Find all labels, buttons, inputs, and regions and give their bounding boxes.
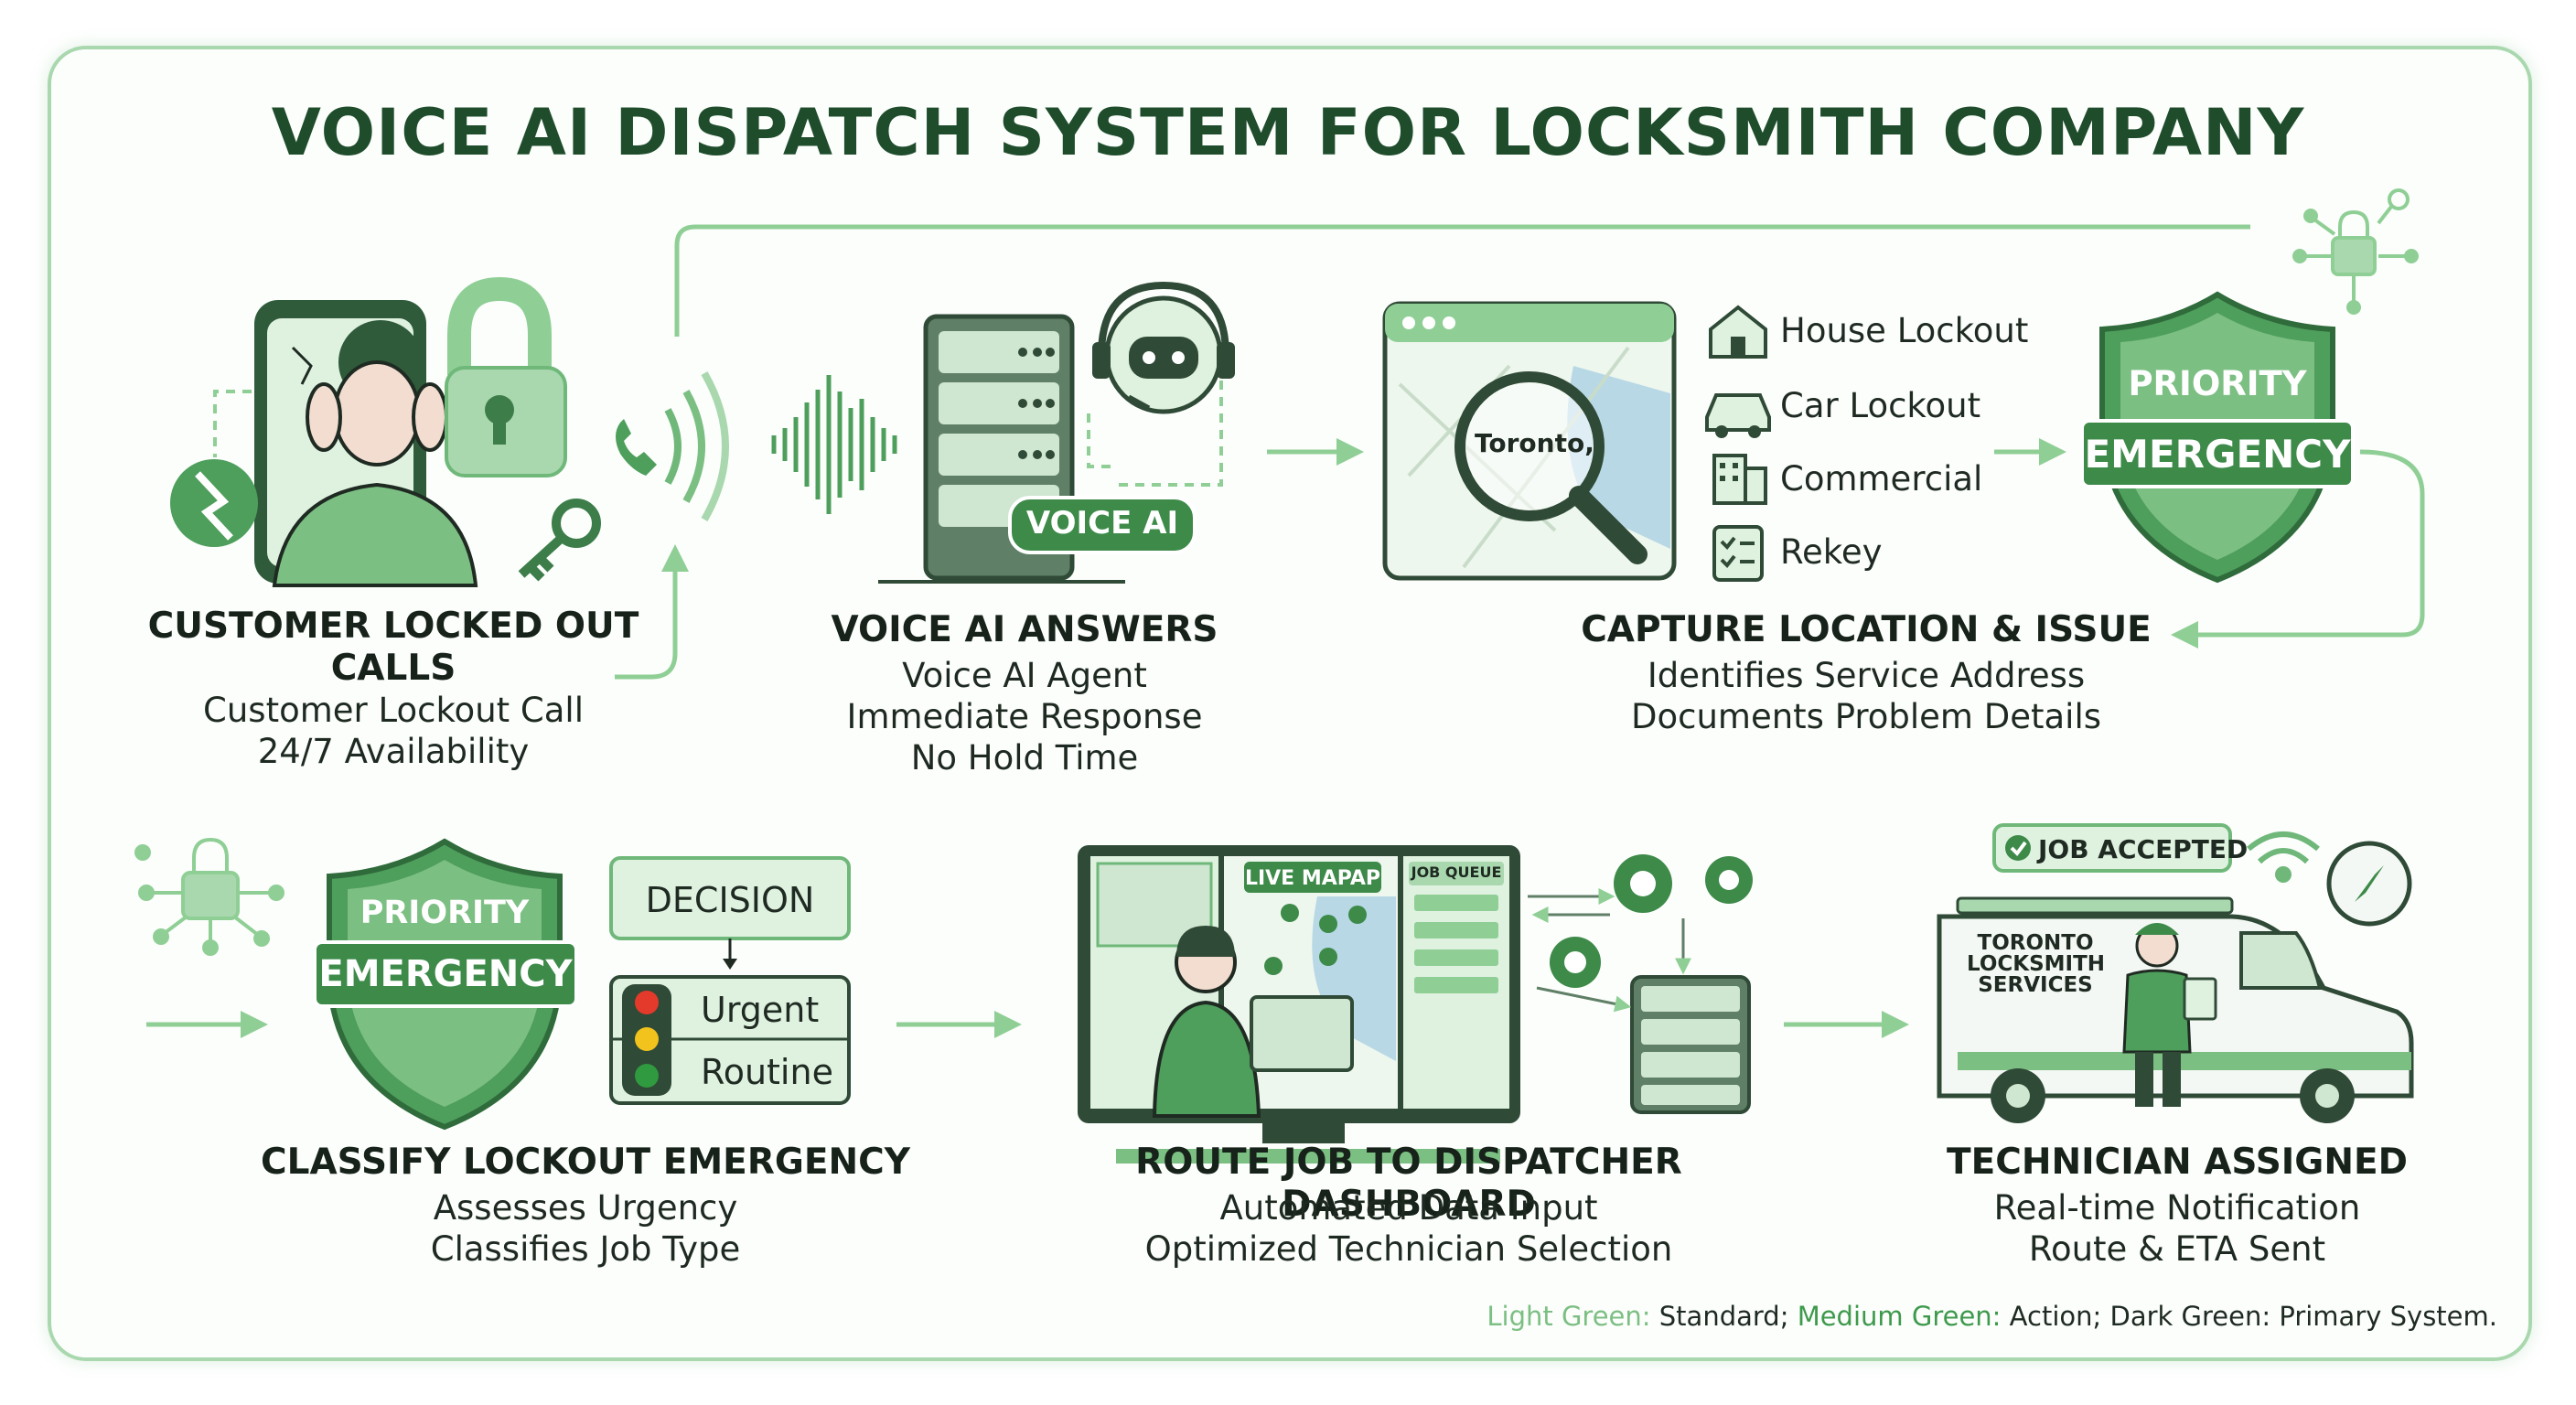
voice-ai-badge-label: VOICE AI: [1025, 505, 1179, 542]
customer-phone-icon: [254, 300, 478, 587]
shield-priority-label: PRIORITY: [2128, 364, 2307, 403]
job-accepted-label: JOB ACCEPTED: [2038, 834, 2249, 864]
dispatcher-person-icon: [1152, 926, 1354, 1118]
priority-shield-icon: [2080, 291, 2355, 584]
wifi-icon: [2247, 831, 2320, 883]
issue-type-rekey: Rekey: [1780, 532, 1883, 572]
step2-heading: VOICE AI ANSWERS: [831, 609, 1218, 650]
issue-type-house-lockout: House Lockout: [1780, 311, 2029, 350]
priority-shield-icon-2: [313, 838, 578, 1131]
robot-headset-icon: [1092, 281, 1235, 414]
lock-network-icon: [2292, 188, 2419, 315]
shield-priority-label-2: PRIORITY: [360, 895, 530, 931]
flow-connectors: [146, 224, 2425, 1038]
key-icon: [518, 499, 601, 582]
issue-type-car-lockout: Car Lockout: [1780, 386, 1981, 425]
step4-heading: CLASSIFY LOCKOUT EMERGENCY: [260, 1142, 911, 1183]
color-legend: Light Green: Standard; Medium Green: Act…: [1487, 1301, 2497, 1332]
live-map-panel-label: LIVE MAPAP: [1244, 867, 1381, 890]
decision-box: [609, 856, 851, 1105]
padlock-icon: [445, 276, 567, 477]
house-icon: [1709, 305, 1767, 359]
server-icon-2: [1630, 975, 1751, 1114]
step3-heading: CAPTURE LOCATION & ISSUE: [1581, 609, 2152, 650]
job-accepted-badge: [1992, 823, 2232, 873]
phone-wave-icon: [616, 371, 729, 521]
compass-icon: [2326, 841, 2412, 927]
voice-ai-badge: [1008, 496, 1197, 554]
option-routine: Routine: [701, 1052, 833, 1092]
decision-label: DECISION: [645, 880, 815, 920]
car-icon: [1705, 393, 1771, 438]
gears-icon: [1550, 854, 1753, 988]
building-icon: [1712, 454, 1767, 505]
checklist-icon: [1712, 525, 1764, 582]
step6-heading: TECHNICIAN ASSIGNED: [1947, 1142, 2408, 1183]
sound-wave-icon: [771, 375, 897, 514]
option-urgent: Urgent: [701, 990, 820, 1030]
technician-person-icon: [2122, 923, 2217, 1107]
magnifier-icon: [1454, 371, 1648, 564]
issue-type-commercial: Commercial: [1780, 459, 1983, 499]
lock-network-icon-2: [134, 837, 284, 956]
job-queue-panel-label: JOB QUEUE: [1411, 863, 1502, 881]
shield-emergency-label: EMERGENCY: [2084, 432, 2351, 477]
shield-emergency-label-2: EMERGENCY: [318, 953, 573, 995]
map-location-label: Toronto,: [1475, 428, 1594, 458]
broken-key-icon: [170, 459, 258, 547]
step5-heading: ROUTE JOB TO DISPATCHER DASHBOARD: [1135, 1142, 1682, 1225]
page-title: VOICE AI DISPATCH SYSTEM FOR LOCKSMITH C…: [271, 95, 2305, 170]
